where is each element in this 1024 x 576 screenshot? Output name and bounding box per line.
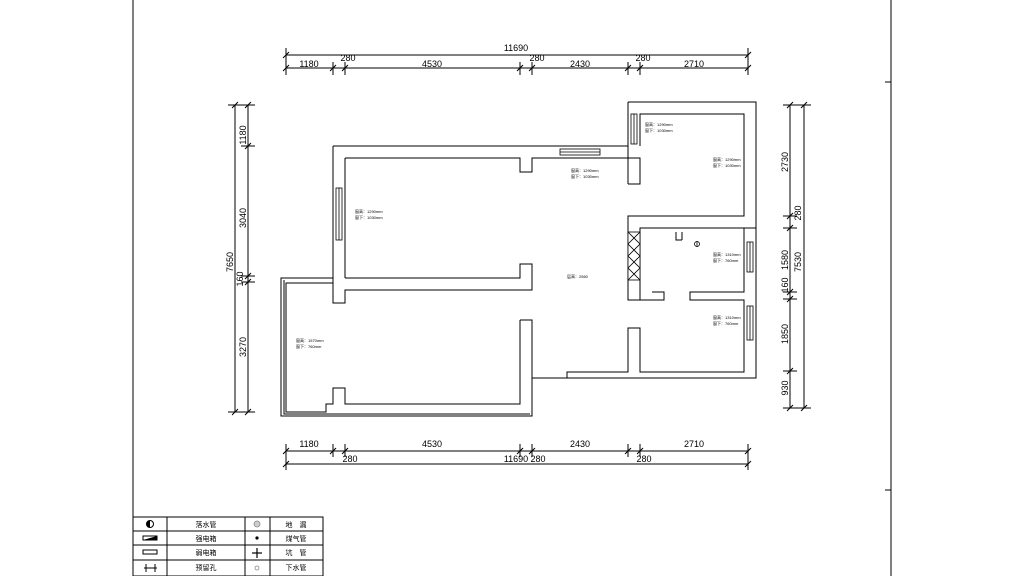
reserved-hole-icon bbox=[144, 564, 157, 572]
half-circle-icon bbox=[146, 520, 154, 528]
window-note-b: 窗高：1290mm 窗下：1030mm bbox=[571, 167, 599, 179]
ceiling-height-note: 层高：2560 bbox=[567, 273, 589, 279]
right-dimension-lines bbox=[783, 101, 811, 412]
svg-text:窗高：1290mm: 窗高：1290mm bbox=[571, 167, 599, 173]
window-note-c: 窗高：1290mm 窗下：1030mm bbox=[645, 121, 673, 133]
bottom-dimension-4: 2710 bbox=[684, 439, 704, 449]
top-dimension-2: 4530 bbox=[422, 59, 442, 69]
left-dimension-1: 1180 bbox=[238, 125, 248, 144]
svg-text:窗下：760mm: 窗下：760mm bbox=[713, 257, 739, 263]
svg-text:窗下：1030mm: 窗下：1030mm bbox=[645, 127, 673, 133]
bottom-small-dimension-1: 280 bbox=[342, 454, 357, 464]
top-small-dimension-3: 280 bbox=[635, 53, 650, 63]
svg-text:窗高：1290mm: 窗高：1290mm bbox=[355, 208, 383, 214]
walls bbox=[280, 101, 757, 417]
legend-label-3: 强电箱 bbox=[196, 534, 217, 543]
pit-pipe-icon bbox=[252, 548, 262, 558]
right-dimension-3: 1580 bbox=[780, 250, 790, 270]
bottom-dimension-3: 2430 bbox=[570, 439, 590, 449]
legend-label-7: 预留孔 bbox=[196, 563, 217, 572]
left-total-dimension: 7650 bbox=[225, 252, 235, 272]
top-dimension-4: 2710 bbox=[684, 59, 704, 69]
legend-label-8: 下水管 bbox=[286, 563, 307, 572]
drain-pipe-icon bbox=[254, 565, 260, 571]
bottom-small-dimension-2: 280 bbox=[530, 454, 545, 464]
window-note-g: 窗高：1310mm 窗下：760mm bbox=[713, 314, 741, 326]
top-dimension-lines bbox=[282, 48, 752, 75]
top-total-dimension: 11690 bbox=[504, 43, 528, 53]
bottom-dimension-2: 4530 bbox=[422, 439, 442, 449]
right-dimension-1: 2730 bbox=[780, 152, 790, 172]
legend-label-4: 煤气管 bbox=[286, 534, 307, 543]
window-note-a: 窗高：1290mm 窗下：1030mm bbox=[355, 208, 383, 220]
bottom-total-dimension: 11690 bbox=[504, 454, 528, 464]
windows bbox=[335, 113, 754, 341]
legend-label-5: 弱电箱 bbox=[196, 548, 217, 557]
svg-text:窗下：760mm: 窗下：760mm bbox=[296, 343, 322, 349]
right-dimension-4: 160 bbox=[780, 277, 790, 292]
svg-text:窗下：760mm: 窗下：760mm bbox=[713, 320, 739, 326]
svg-text:窗高：1570mm: 窗高：1570mm bbox=[296, 337, 324, 343]
svg-text:窗下：1030mm: 窗下：1030mm bbox=[713, 162, 741, 168]
legend-label-1: 落水管 bbox=[196, 520, 217, 529]
bottom-dimension-1: 1180 bbox=[299, 439, 318, 449]
drawing-frame bbox=[132, 0, 892, 576]
right-total-dimension: 7530 bbox=[793, 252, 803, 272]
weak-panel-icon bbox=[142, 549, 158, 555]
svg-text:窗下：1030mm: 窗下：1030mm bbox=[571, 173, 599, 179]
left-dimension-3: 160 bbox=[235, 271, 245, 286]
legend-table bbox=[132, 516, 324, 576]
right-dimension-2: 280 bbox=[793, 205, 803, 220]
right-dimension-5: 1850 bbox=[780, 324, 790, 344]
right-dimension-6: 930 bbox=[780, 380, 790, 395]
legend-label-6: 坑 管 bbox=[286, 548, 307, 557]
svg-text:窗高：1310mm: 窗高：1310mm bbox=[713, 251, 741, 257]
gas-pipe-icon bbox=[255, 536, 259, 540]
svg-text:窗高：1290mm: 窗高：1290mm bbox=[645, 121, 673, 127]
strong-panel-icon bbox=[142, 535, 158, 541]
window-note-e: 窗高：1570mm 窗下：760mm bbox=[296, 337, 324, 349]
window-note-f: 窗高：1310mm 窗下：760mm bbox=[713, 251, 741, 263]
top-dimension-3: 2430 bbox=[570, 59, 590, 69]
svg-text:窗下：1030mm: 窗下：1030mm bbox=[355, 214, 383, 220]
left-dimension-2: 3040 bbox=[238, 208, 248, 228]
bottom-small-dimension-3: 280 bbox=[636, 454, 651, 464]
top-small-dimension-1: 280 bbox=[340, 53, 355, 63]
bottom-dimension-lines bbox=[282, 444, 752, 470]
window-note-d: 窗高：1290mm 窗下：1030mm bbox=[713, 156, 741, 168]
top-small-dimension-2: 280 bbox=[529, 53, 544, 63]
svg-text:窗高：1290mm: 窗高：1290mm bbox=[713, 156, 741, 162]
left-dimension-4: 3270 bbox=[238, 337, 248, 357]
top-dimension-1: 1180 bbox=[299, 59, 318, 69]
legend-label-2: 地 漏 bbox=[286, 520, 307, 529]
ground-drain-icon bbox=[253, 520, 261, 528]
left-dimension-lines bbox=[228, 101, 255, 416]
svg-text:窗高：1310mm: 窗高：1310mm bbox=[713, 314, 741, 320]
